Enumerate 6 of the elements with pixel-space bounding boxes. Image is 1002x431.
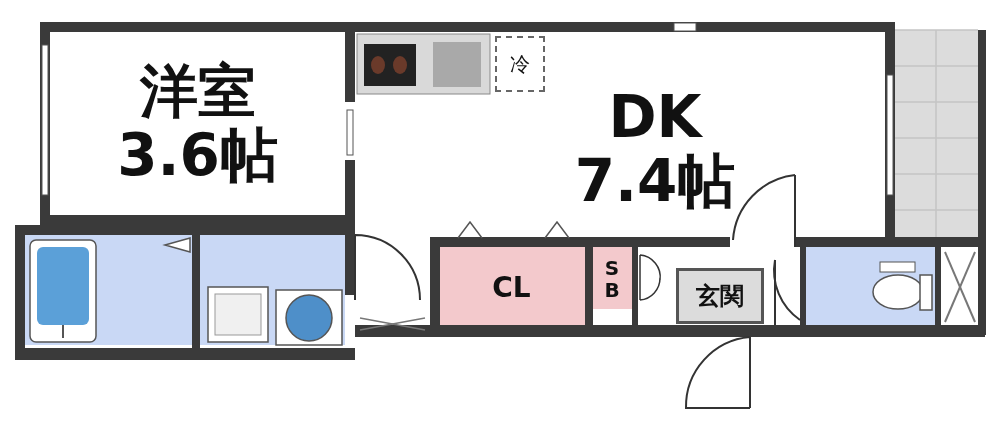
entrance-box: 玄関 xyxy=(676,268,764,324)
room-name: 洋室 xyxy=(139,59,256,124)
fridge-box: 冷 xyxy=(495,36,545,92)
room-name: DK xyxy=(608,86,702,150)
area-label: 3.6帖 xyxy=(117,123,278,188)
area-label: 7.4帖 xyxy=(574,150,736,214)
